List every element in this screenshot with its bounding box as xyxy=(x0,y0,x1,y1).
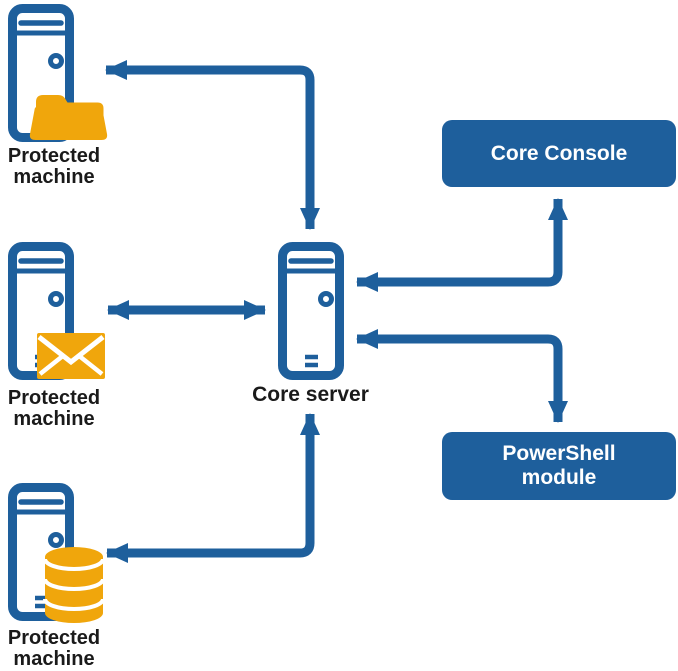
node-protected-machine-3: Protected machine xyxy=(0,479,140,671)
protected-machine-1-label: Protected machine xyxy=(7,145,101,188)
node-protected-machine-2: Protected machine xyxy=(0,238,140,433)
arrow-core-server-to-powershell-module xyxy=(356,329,568,423)
envelope-icon xyxy=(37,333,105,379)
powershell-module-label: PowerShell module xyxy=(502,442,616,489)
protected-machine-3-label: Protected machine xyxy=(7,627,101,670)
node-powershell-module: PowerShell module xyxy=(442,432,676,500)
arrow-core-server-to-machine1 xyxy=(105,60,320,230)
arrow-core-server-to-core-console xyxy=(356,198,568,292)
node-core-server: Core server xyxy=(238,242,383,410)
folder-icon xyxy=(29,95,108,140)
database-icon xyxy=(43,547,105,623)
node-core-console: Core Console xyxy=(442,120,676,187)
node-protected-machine-1: Protected machine xyxy=(0,0,140,190)
core-server-label: Core server xyxy=(252,383,369,406)
server-tower-icon xyxy=(278,242,344,380)
protected-machine-2-label: Protected machine xyxy=(7,387,101,430)
core-console-label: Core Console xyxy=(490,141,628,165)
arrow-core-server-to-machine3 xyxy=(106,413,320,563)
